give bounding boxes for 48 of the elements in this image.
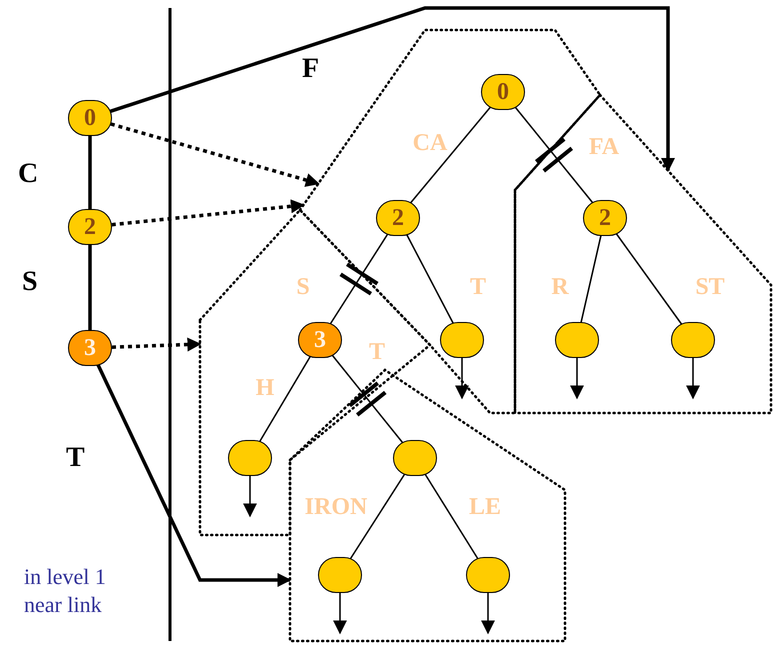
edge-label: T [470, 275, 486, 299]
arrow [112, 338, 202, 352]
arrow [570, 358, 584, 400]
arrow [110, 122, 320, 187]
node-number: 2 [84, 215, 96, 239]
edge-label: S [296, 275, 310, 299]
arrow [455, 358, 469, 400]
edge-label: T [369, 340, 385, 364]
node-number: 2 [599, 206, 611, 230]
arrow [96, 364, 292, 587]
arrow [112, 199, 305, 226]
text-label: near link [24, 594, 102, 616]
arrow [110, 6, 675, 172]
arrow [481, 593, 495, 634]
node-number: 3 [314, 328, 326, 352]
connector-line [580, 236, 602, 322]
arrow [686, 358, 700, 400]
edge-label: FA [588, 135, 620, 159]
connector-line [88, 245, 92, 330]
edge-label: CA [412, 131, 448, 155]
edge-label: IRON [304, 495, 368, 519]
connector-line [350, 474, 406, 560]
text-label: S [22, 268, 38, 296]
connector-line [616, 233, 682, 325]
connector-line [88, 136, 92, 209]
dotted-page-region [515, 95, 771, 413]
connector-line [410, 106, 492, 204]
text-label: C [18, 160, 38, 188]
edge-label: R [551, 275, 569, 299]
arrow [243, 476, 257, 518]
edge-label: LE [469, 495, 501, 519]
edge-label: H [256, 376, 274, 400]
arrow [333, 593, 347, 634]
node-number: 2 [392, 206, 404, 230]
connector-line [258, 356, 312, 442]
dotted-page-region [290, 370, 565, 641]
text-label: F [302, 55, 320, 83]
connector-line [332, 354, 404, 444]
node-number: 0 [84, 106, 96, 130]
connector-line [406, 234, 454, 324]
node-number: 0 [497, 80, 509, 104]
connector-line [424, 474, 479, 560]
text-label: in level 1 [24, 566, 106, 588]
text-label: T [66, 444, 85, 472]
connector-line [514, 106, 594, 204]
edge-label: ST [695, 275, 725, 299]
connector-line [330, 234, 388, 324]
node-number: 3 [84, 336, 96, 360]
